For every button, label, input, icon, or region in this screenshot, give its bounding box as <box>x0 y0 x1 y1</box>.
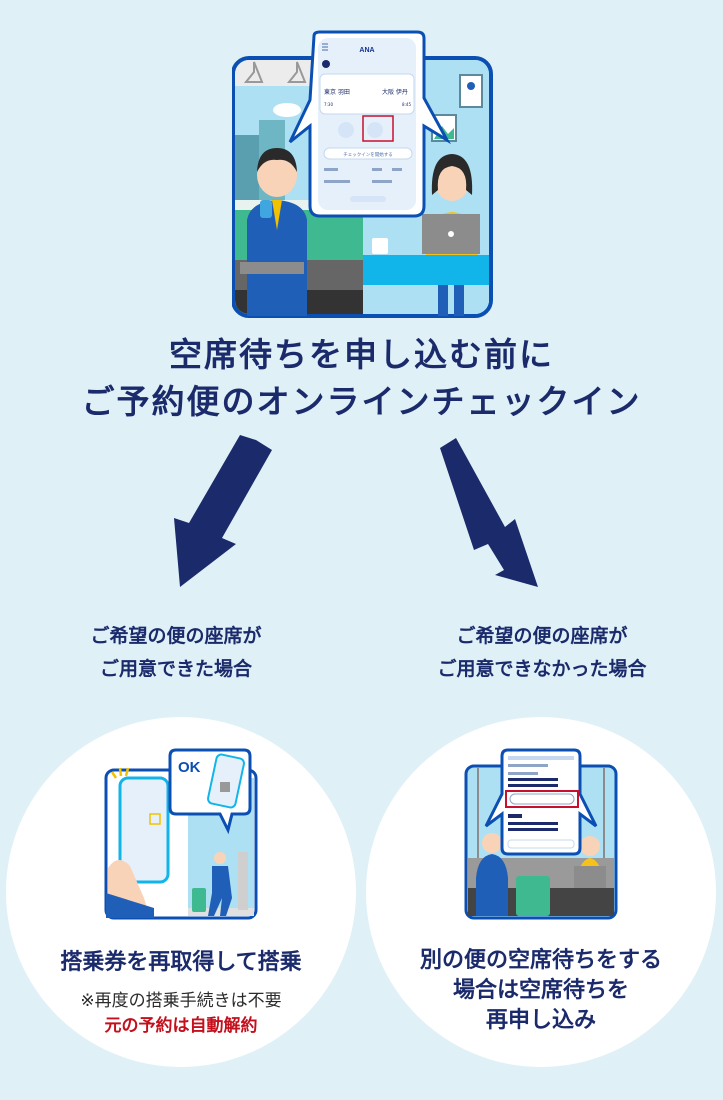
flower-picture <box>459 74 483 108</box>
branch-label-line: ご用意できた場合 <box>99 658 252 680</box>
man-figure <box>476 854 508 916</box>
checkin-highlight <box>362 115 394 142</box>
svg-text:大阪 伊丹: 大阪 伊丹 <box>382 88 408 96</box>
svg-text:8:45: 8:45 <box>402 102 411 107</box>
woman-figure <box>422 154 480 316</box>
checkin-start-button <box>323 147 413 160</box>
heading-line-1: 空席待ちを申し込む前に <box>169 335 554 374</box>
ok-badge: OK <box>178 759 201 776</box>
result-line: 別の便の空席待ちをする <box>419 948 662 973</box>
branch-label-failure: ご希望の便の座席が ご用意できなかった場合 <box>392 620 692 686</box>
boarding-illustration: OK <box>104 748 260 920</box>
branch-arrows <box>174 435 538 587</box>
suitcase <box>192 888 206 912</box>
svg-text:東京 羽田: 東京 羽田 <box>324 88 350 96</box>
gate-machine <box>238 852 248 910</box>
phone-screen <box>318 38 416 210</box>
result-title-failure: 別の便の空席待ちをする 場合は空席待ちを 再申し込み <box>366 946 716 1036</box>
phone <box>118 776 170 884</box>
sparkle-icon <box>110 767 130 779</box>
branch-label-line: ご希望の便の座席が <box>90 625 262 647</box>
arrow-down-right-icon <box>440 438 538 587</box>
strap-icon <box>286 61 307 83</box>
seat <box>516 876 550 916</box>
checkin-scene: ANA 東京 羽田 大阪 伊丹 7:30 8:45 チェックインを開始する <box>232 30 493 318</box>
result-line: 再申し込み <box>485 1008 596 1033</box>
result-note: ※再度の搭乗手続きは不要 <box>80 991 282 1011</box>
hero-illustration: ANA 東京 羽田 大阪 伊丹 7:30 8:45 チェックインを開始する <box>232 30 494 318</box>
ana-logo: ANA <box>359 47 374 54</box>
man-figure <box>240 148 307 316</box>
boarding-pass-phone <box>207 753 245 809</box>
phone-in-hand <box>260 200 272 218</box>
building <box>235 135 259 205</box>
arrow-down-left-icon <box>174 435 272 587</box>
svg-text:7:30: 7:30 <box>324 102 333 107</box>
coffee-cup <box>372 238 388 254</box>
result-warning: 元の予約は自動解約 <box>104 1016 258 1036</box>
waitlist-highlight <box>505 790 579 808</box>
svg-text:チェックインを開始する: チェックインを開始する <box>343 151 393 158</box>
strap-icon <box>243 61 264 83</box>
branch-label-line: ご希望の便の座席が <box>456 625 628 647</box>
branch-label-success: ご希望の便の座席が ご用意できた場合 <box>26 620 326 686</box>
heading-line-2: ご予約便のオンラインチェックイン <box>81 382 642 421</box>
cafe-table <box>363 255 489 285</box>
result-line: 場合は空席待ちを <box>452 978 629 1003</box>
cloud <box>273 103 301 117</box>
flight-card <box>319 73 415 115</box>
branch-label-line: ご用意できなかった場合 <box>437 658 647 680</box>
waitlist-illustration <box>464 748 620 920</box>
laptop <box>574 866 606 888</box>
result-title-success: 搭乗券を再取得して搭乗 <box>60 950 302 975</box>
traveler <box>208 866 232 916</box>
